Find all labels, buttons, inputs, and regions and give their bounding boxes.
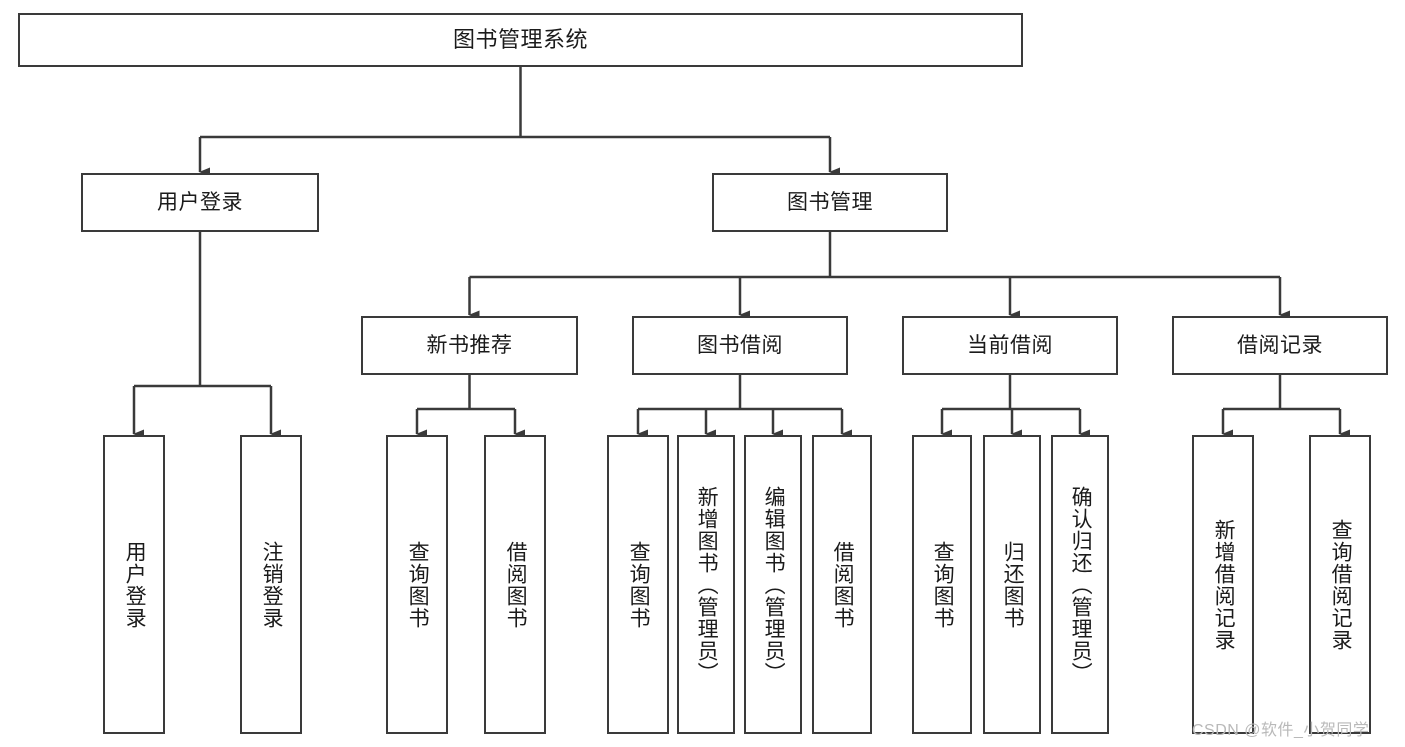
- node-b_2[interactable]: 编辑图书（管理员）: [744, 435, 802, 734]
- node-l3_2[interactable]: 当前借阅: [902, 316, 1118, 375]
- node-u_1[interactable]: 注销登录: [240, 435, 302, 734]
- node-b_0[interactable]: 查询图书: [607, 435, 669, 734]
- node-r_1[interactable]: 查询借阅记录: [1309, 435, 1371, 734]
- node-l3_0[interactable]: 新书推荐: [361, 316, 578, 375]
- node-b_1[interactable]: 新增图书（管理员）: [677, 435, 735, 734]
- node-n_0[interactable]: 查询图书: [386, 435, 448, 734]
- node-root[interactable]: 图书管理系统: [18, 13, 1023, 67]
- node-b_3[interactable]: 借阅图书: [812, 435, 872, 734]
- node-l2_0[interactable]: 用户登录: [81, 173, 319, 232]
- node-u_0[interactable]: 用户登录: [103, 435, 165, 734]
- node-l2_1[interactable]: 图书管理: [712, 173, 948, 232]
- edge-paths: [132, 67, 1350, 439]
- node-c_1[interactable]: 归还图书: [983, 435, 1041, 734]
- node-l3_3[interactable]: 借阅记录: [1172, 316, 1388, 375]
- node-r_0[interactable]: 新增借阅记录: [1192, 435, 1254, 734]
- node-c_0[interactable]: 查询图书: [912, 435, 972, 734]
- node-l3_1[interactable]: 图书借阅: [632, 316, 848, 375]
- node-n_1[interactable]: 借阅图书: [484, 435, 546, 734]
- node-c_2[interactable]: 确认归还（管理员）: [1051, 435, 1109, 734]
